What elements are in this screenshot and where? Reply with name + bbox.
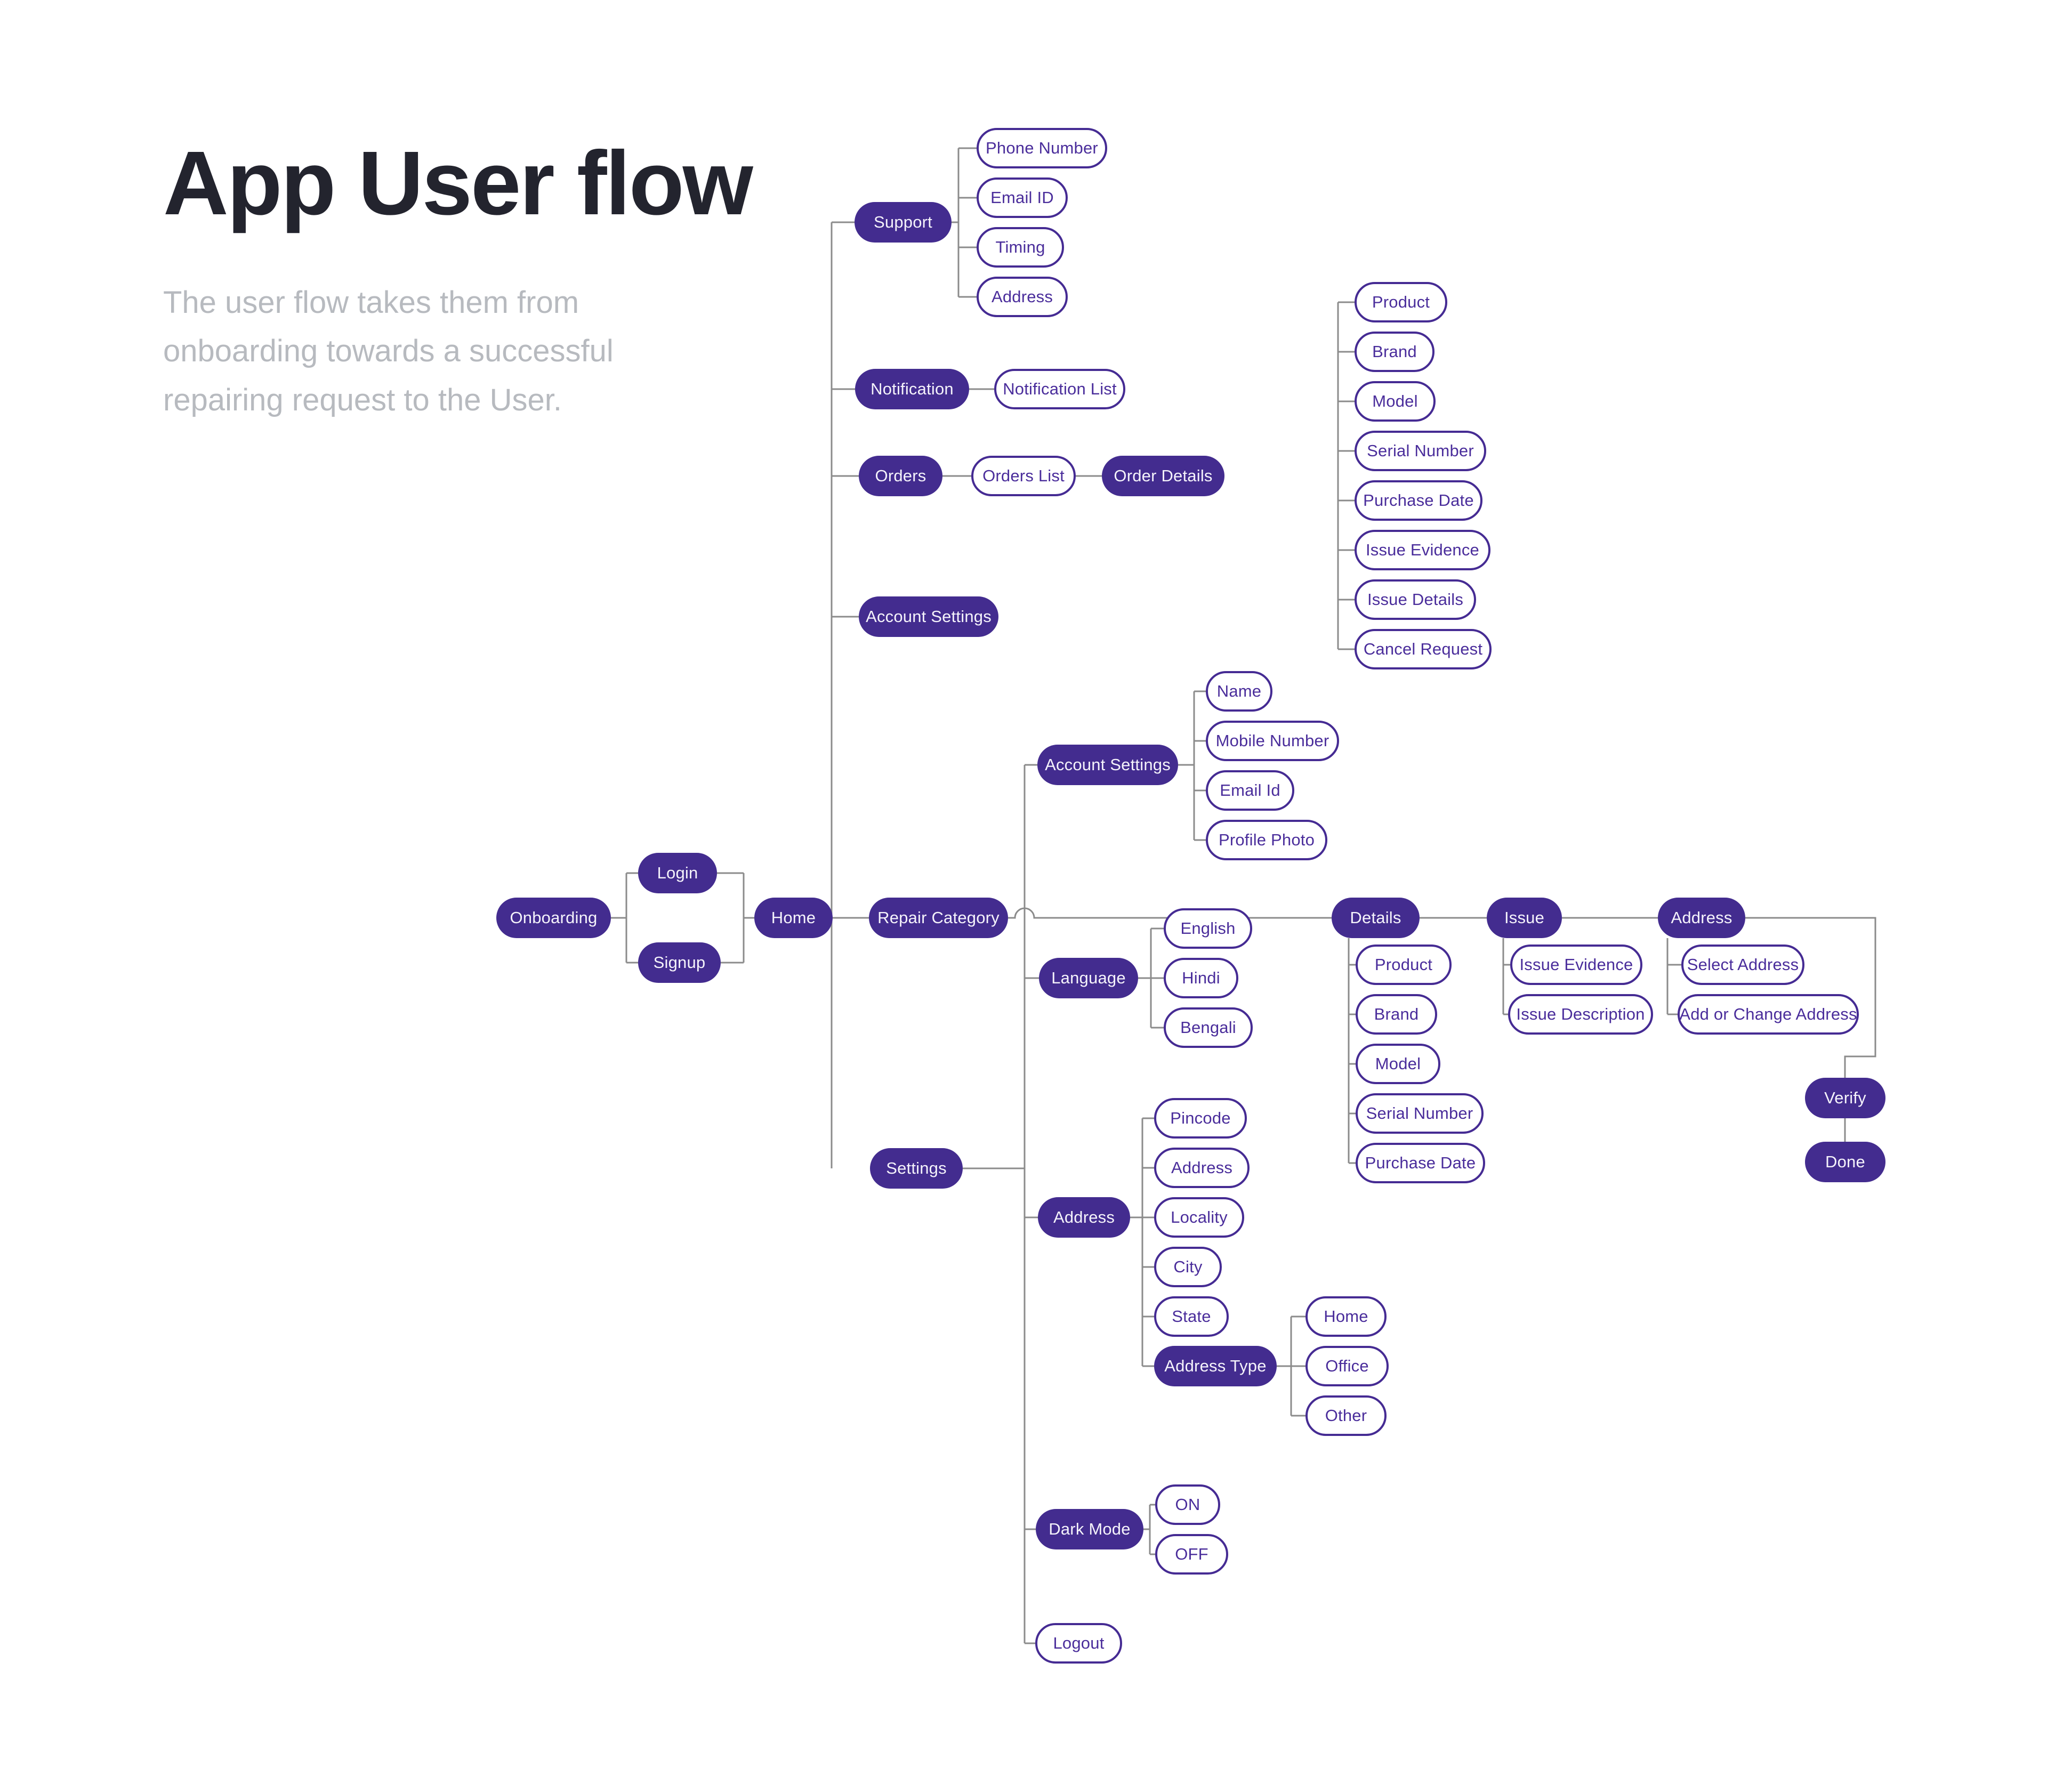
node-repair-category: Repair Category	[869, 898, 1008, 938]
node-account-settings-1: Account Settings	[859, 596, 998, 637]
node-details: Details	[1332, 898, 1420, 938]
node-d-product: Product	[1356, 945, 1452, 985]
node-email-id-2: Email Id	[1206, 770, 1294, 811]
node-home: Home	[754, 898, 833, 938]
node-state: State	[1154, 1296, 1229, 1337]
node-on: ON	[1155, 1484, 1220, 1525]
node-select-address: Select Address	[1681, 945, 1804, 985]
node-at-home: Home	[1305, 1296, 1387, 1337]
page-title: App User flow	[163, 133, 753, 234]
node-email-id-support: Email ID	[977, 177, 1068, 218]
node-at-office: Office	[1305, 1346, 1389, 1386]
node-address-settings: Address	[1038, 1197, 1130, 1238]
node-off: OFF	[1155, 1534, 1228, 1575]
node-order-details: Order Details	[1102, 456, 1224, 496]
node-od-model: Model	[1355, 381, 1436, 422]
node-issue-description: Issue Description	[1508, 994, 1653, 1035]
header: App User flow The user flow takes them f…	[163, 136, 909, 424]
node-support: Support	[855, 202, 952, 243]
node-login: Login	[638, 853, 717, 893]
node-at-other: Other	[1305, 1395, 1387, 1436]
node-done: Done	[1805, 1142, 1885, 1182]
node-bengali: Bengali	[1164, 1007, 1253, 1048]
node-profile-photo: Profile Photo	[1206, 820, 1327, 860]
node-address-child: Address	[1154, 1148, 1250, 1188]
node-hindi: Hindi	[1164, 958, 1238, 998]
node-onboarding: Onboarding	[496, 898, 611, 938]
node-address-type: Address Type	[1154, 1346, 1277, 1386]
node-od-product: Product	[1355, 282, 1447, 322]
node-od-purchase-date: Purchase Date	[1355, 480, 1482, 521]
edge-address-to-verify	[1745, 917, 1876, 1078]
node-od-issue-evidence: Issue Evidence	[1355, 530, 1490, 570]
node-notification: Notification	[855, 369, 969, 409]
node-orders-list: Orders List	[971, 456, 1076, 496]
node-od-brand: Brand	[1355, 332, 1434, 372]
node-od-cancel-request: Cancel Request	[1355, 629, 1492, 669]
node-language: Language	[1039, 958, 1138, 998]
node-add-or-change-address: Add or Change Address	[1678, 994, 1859, 1035]
node-d-purchase-date: Purchase Date	[1356, 1143, 1485, 1183]
node-d-model: Model	[1356, 1044, 1440, 1084]
node-od-serial-number: Serial Number	[1355, 431, 1486, 471]
node-address-flow: Address	[1658, 898, 1745, 938]
node-phone-number: Phone Number	[977, 128, 1107, 168]
node-orders: Orders	[859, 456, 942, 496]
node-d-brand: Brand	[1356, 994, 1437, 1035]
node-pincode: Pincode	[1154, 1098, 1247, 1139]
node-dark-mode: Dark Mode	[1036, 1509, 1143, 1549]
node-issue: Issue	[1487, 898, 1562, 938]
node-settings: Settings	[870, 1148, 963, 1189]
node-signup: Signup	[638, 942, 721, 983]
node-city: City	[1154, 1247, 1222, 1287]
node-name: Name	[1206, 671, 1272, 712]
node-od-issue-details: Issue Details	[1355, 579, 1476, 620]
node-timing: Timing	[977, 227, 1064, 268]
node-notification-list: Notification List	[994, 369, 1125, 409]
node-issue-evidence: Issue Evidence	[1510, 945, 1642, 985]
node-english: English	[1164, 908, 1252, 949]
node-locality: Locality	[1154, 1197, 1244, 1238]
page-subtitle: The user flow takes them from onboarding…	[163, 285, 614, 417]
node-account-settings-2: Account Settings	[1037, 745, 1178, 785]
node-address-support: Address	[977, 277, 1068, 317]
node-verify: Verify	[1805, 1078, 1885, 1118]
node-mobile-number: Mobile Number	[1206, 721, 1339, 761]
node-logout: Logout	[1035, 1623, 1122, 1664]
node-d-serial-number: Serial Number	[1356, 1093, 1484, 1134]
